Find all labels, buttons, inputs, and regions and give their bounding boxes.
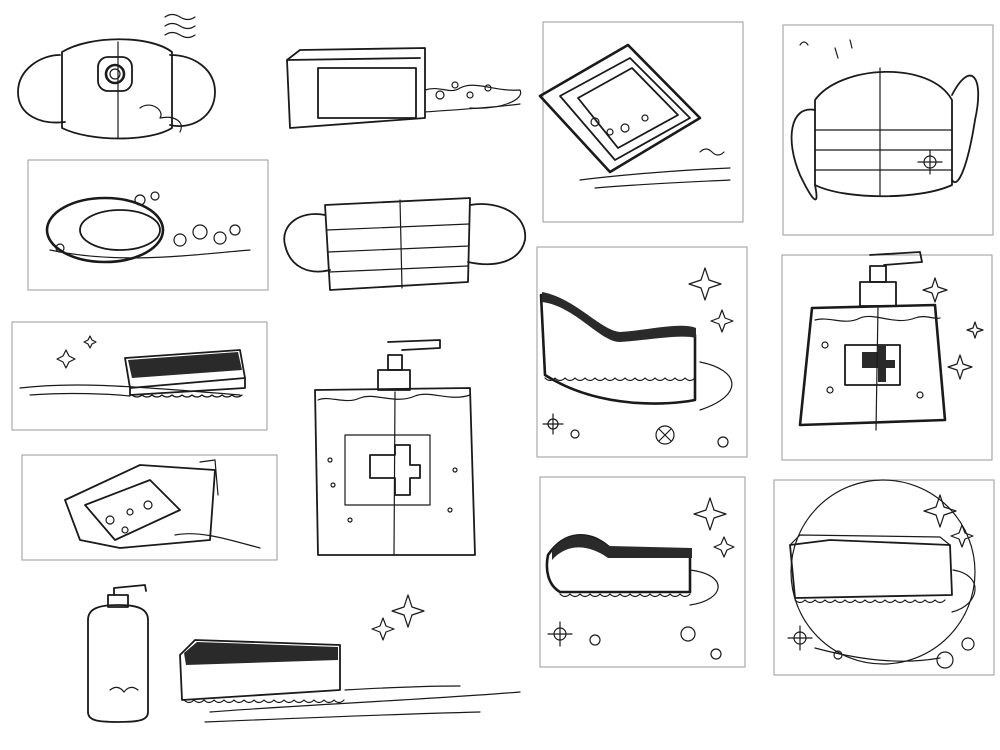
sketch-pump-bottle bbox=[87, 584, 149, 723]
sketch-soap-dispenser bbox=[314, 339, 476, 556]
sketch-dispenser-panel bbox=[781, 251, 993, 461]
sketch-sponge-glass-panel bbox=[21, 454, 278, 561]
sketch-sponge-bubble-panel bbox=[773, 479, 995, 676]
sketch-respirator-mask bbox=[17, 13, 216, 140]
sketch-soap-box bbox=[286, 47, 522, 129]
sketch-surgical-mask bbox=[283, 197, 526, 291]
sketch-sponge-lines bbox=[179, 594, 521, 723]
sketch-face-mask-panel bbox=[782, 24, 994, 236]
sketch-sponge-floor-panel bbox=[11, 321, 268, 431]
sketch-sponge-small-panel bbox=[539, 476, 746, 668]
sketch-oval-soap-panel bbox=[27, 159, 269, 291]
sketch-soap-dish-panel bbox=[538, 21, 744, 223]
sketch-sponge-curved-panel bbox=[536, 246, 748, 458]
